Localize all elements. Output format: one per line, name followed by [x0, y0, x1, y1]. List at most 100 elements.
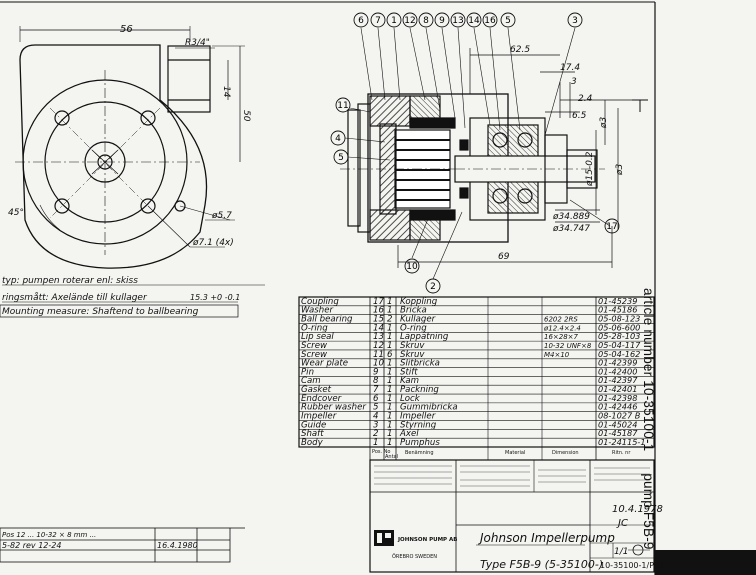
balloon: 13: [450, 12, 466, 28]
part-article: 05-04-162: [598, 349, 640, 359]
drawing-scale: 1/1: [614, 547, 628, 557]
balloon: 3: [567, 12, 583, 28]
dim-h1: 14: [221, 86, 231, 98]
balloon: 10: [404, 258, 420, 274]
part-article: 01-42399: [598, 358, 637, 368]
balloon: 16: [482, 12, 498, 28]
front-view-dims: 56 R3/4" 14 50 45° ø5.7 ø7.1 (4x): [8, 24, 251, 248]
dim-d3: 3: [571, 77, 577, 87]
part-name-en: Ball bearing: [301, 314, 353, 324]
part-dimension: 16×28×7: [544, 333, 579, 341]
part-qty: 1: [387, 412, 392, 422]
svg-text:2: 2: [430, 282, 436, 292]
part-name-en: Coupling: [301, 297, 339, 307]
part-dimension: 10-32 UNF×8: [544, 342, 592, 350]
svg-text:12: 12: [404, 16, 415, 26]
part-qty: 1: [387, 385, 392, 395]
dim-d10: 69: [498, 252, 510, 262]
part-name-en: Lip seal: [301, 332, 334, 342]
part-name-sv: Koppling: [400, 297, 438, 307]
part-article: 05-08-123: [598, 313, 640, 323]
part-number: 7: [373, 385, 379, 395]
part-number: 14: [373, 323, 384, 333]
part-qty: 1: [387, 429, 392, 439]
revision-date: 16.4.1980: [157, 541, 198, 550]
part-qty: 6: [387, 350, 393, 360]
article-label: article number 10-35100-1pump F5B-9: [641, 288, 656, 550]
balloon: 9: [434, 12, 450, 28]
part-name-en: Screw: [301, 350, 328, 360]
part-article: 01-24115-1: [598, 437, 646, 447]
part-name-en: Impeller: [301, 412, 337, 422]
section-view: [340, 27, 648, 280]
title-block: [369, 459, 655, 573]
note-mounting-sv: ringsmått: Axelände till kullager: [2, 292, 148, 303]
front-view: [15, 26, 245, 269]
svg-text:17: 17: [606, 222, 617, 232]
part-name-sv: Slitbricka: [400, 359, 440, 369]
part-article: 01-45239: [598, 296, 637, 306]
part-number: 3: [373, 420, 378, 430]
section-view-dims: 62.5 17.4 3 2.4 6.5 ø15-0.2 ø3 ø3 ø34.88…: [498, 45, 625, 262]
part-article: 01-42400: [598, 366, 637, 376]
svg-text:16: 16: [484, 16, 496, 26]
part-name-sv: Lock: [400, 394, 421, 404]
part-name-sv: Axel: [399, 429, 419, 439]
svg-text:6: 6: [358, 16, 364, 26]
part-number: 8: [373, 376, 379, 386]
part-name-sv: Pumphus: [400, 438, 440, 448]
part-name-en: Shaft: [301, 429, 324, 439]
part-number: 5: [373, 403, 378, 413]
part-number: 15: [373, 314, 384, 324]
svg-text:5: 5: [338, 153, 344, 163]
dim-d11: ø3: [615, 163, 625, 176]
dim-radius: R3/4": [185, 38, 210, 48]
part-article: 01-45024: [598, 419, 637, 429]
part-name-en: Washer: [301, 306, 334, 316]
part-article: 01-42398: [598, 393, 637, 403]
svg-text:13: 13: [452, 16, 463, 26]
part-name-en: O-ring: [301, 323, 328, 333]
part-name-en: Endcover: [301, 394, 342, 404]
part-name-en: Wear plate: [301, 359, 348, 369]
balloon: 5: [500, 12, 516, 28]
part-name-en: Pin: [301, 367, 314, 377]
svg-text:7: 7: [375, 16, 381, 26]
part-name-sv: Kullager: [400, 314, 436, 324]
drawing-signature: JC: [616, 518, 628, 529]
parts-list-header: Pos. No Antal Benämning Material Dimensi…: [372, 449, 631, 460]
part-name-en: Gasket: [301, 385, 332, 395]
part-article: 01-45187: [598, 428, 638, 438]
dim-d1: 62.5: [510, 45, 530, 55]
part-number: 10: [373, 359, 384, 369]
note-mounting-en: Mounting measure: Shaftend to ballbearin…: [2, 307, 199, 317]
part-name-en: Rubber washer: [301, 403, 366, 413]
part-name-sv: Bricka: [400, 306, 427, 316]
part-qty: 1: [387, 394, 392, 404]
hdr-mat: Material: [505, 450, 525, 456]
part-number: 13: [373, 332, 384, 342]
balloon: 4: [330, 130, 346, 146]
part-number: 12: [373, 341, 384, 351]
part-dimension: ø12.4×2.4: [543, 324, 581, 332]
part-name-sv: Kam: [400, 376, 419, 386]
part-qty: 1: [387, 323, 392, 333]
part-name-en: Guide: [301, 420, 326, 430]
drawing-number: 10-35100-1/P02: [600, 561, 664, 570]
part-name-sv: O-ring: [400, 323, 427, 333]
part-article: 05-04-117: [598, 340, 641, 350]
part-name-sv: Styrning: [400, 420, 437, 430]
dim-angle: 45°: [8, 208, 24, 218]
